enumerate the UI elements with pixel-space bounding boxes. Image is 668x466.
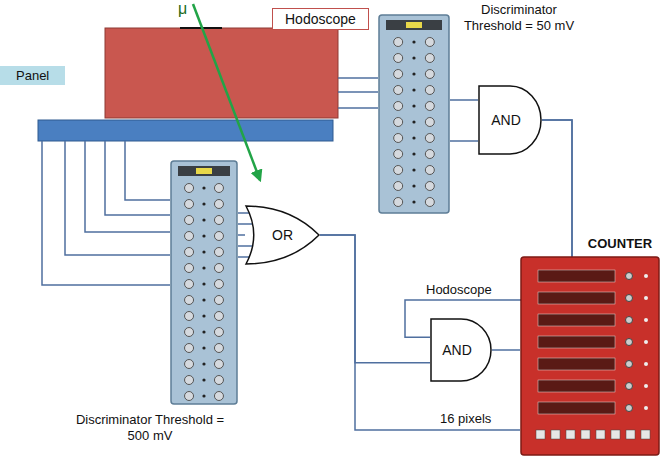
gate-label: AND xyxy=(491,112,521,128)
wire-label: Hodoscope xyxy=(424,282,494,297)
signal-connector xyxy=(238,234,245,236)
module-heading: Discriminator Threshold = 500 mV xyxy=(75,412,225,445)
discriminator-module: Discriminator Threshold = 50 mV xyxy=(378,14,450,214)
hodoscope-block xyxy=(105,28,338,118)
particle-symbol: μ xyxy=(176,0,189,18)
module-heading: Discriminator Threshold = 50 mV xyxy=(459,2,579,35)
and-gate-outline xyxy=(479,86,541,154)
module-display xyxy=(406,22,422,28)
box-label: Hodoscope xyxy=(285,11,356,27)
or-gate-outline xyxy=(246,206,319,264)
wire-label: 16 pixels xyxy=(438,411,493,426)
gate-label: OR xyxy=(272,227,293,243)
signal-connector xyxy=(492,349,520,351)
and-gate: AND xyxy=(478,85,542,155)
or-gate: OR xyxy=(245,205,320,265)
counter-displays xyxy=(536,270,650,439)
discriminator-module-shape xyxy=(170,160,238,405)
muon-track xyxy=(193,4,260,180)
discriminator-module: Discriminator Threshold = 500 mV xyxy=(170,160,238,405)
counter-panel xyxy=(521,257,659,455)
signal-connector xyxy=(320,235,520,430)
discriminator-module-shape xyxy=(378,14,450,214)
title-box: Hodoscope xyxy=(272,8,369,30)
counter-module: COUNTER xyxy=(520,256,660,456)
module-panel xyxy=(379,15,449,213)
module-heading: COUNTER xyxy=(580,236,660,252)
module-connectors xyxy=(185,184,224,401)
and-gate-outline xyxy=(431,319,491,381)
panel-bar xyxy=(38,120,333,141)
signal-connector xyxy=(320,235,430,363)
box-label: Panel xyxy=(16,68,49,83)
gate-label: AND xyxy=(442,342,472,358)
counter-module-shape xyxy=(520,256,660,456)
panel-label: Panel xyxy=(0,66,65,85)
module-display xyxy=(178,166,230,176)
module-panel xyxy=(171,161,237,404)
signal-connector xyxy=(450,99,478,101)
module-display xyxy=(196,168,212,174)
and-gate: AND xyxy=(430,318,492,382)
module-connectors xyxy=(394,38,435,207)
module-display xyxy=(386,20,442,30)
